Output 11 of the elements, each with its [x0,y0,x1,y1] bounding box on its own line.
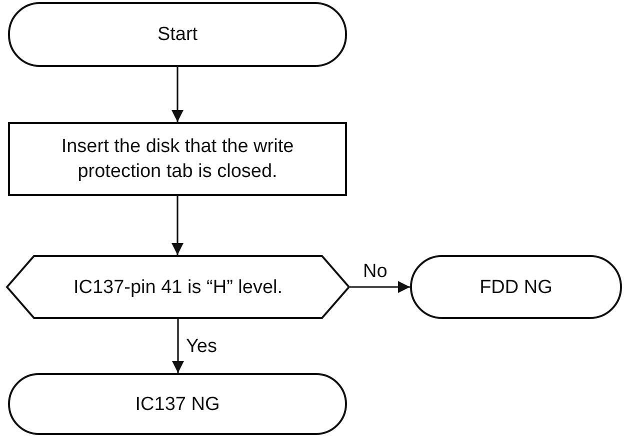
node-text: IC137 NG [134,392,221,416]
process-box [8,122,347,196]
arrow [172,319,184,373]
arrow [350,281,410,293]
arrow [172,67,184,122]
node-text: Insert the disk that the write protection tab is closed. [60,135,295,184]
node-text: IC137-pin 41 is “H” level. [72,276,284,300]
node-text: Start [156,23,199,47]
node-text: FDD NG [478,276,554,300]
decision-hexagon [6,255,350,319]
arrow [172,196,184,255]
